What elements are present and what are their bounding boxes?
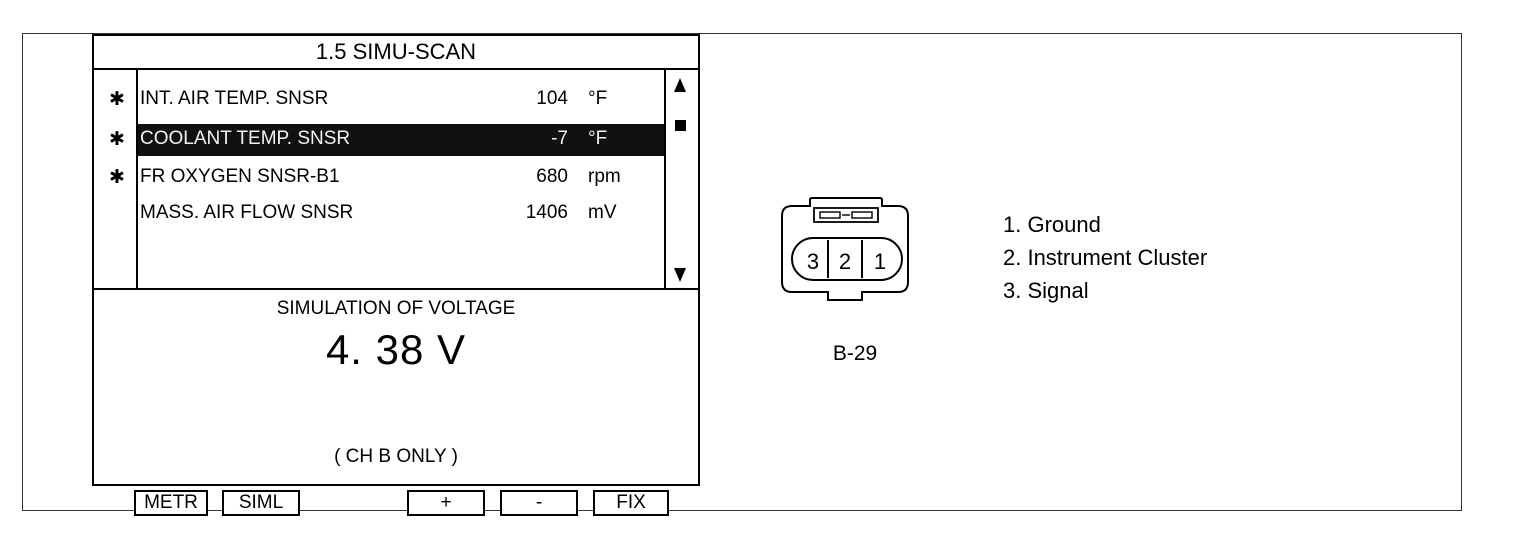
legend-item: 2. Instrument Cluster	[1003, 245, 1208, 270]
scroll-down-arrow-icon[interactable]	[674, 268, 686, 282]
parameter-row[interactable]: MASS. AIR FLOW SNSR 1406 mV	[94, 198, 664, 230]
scanner-screen: 1.5 SIMU-SCAN ✱ INT. AIR TEMP. SNSR 104 …	[92, 34, 700, 516]
highlight-bar	[138, 124, 664, 156]
scroll-up-arrow-icon[interactable]	[674, 78, 686, 92]
parameter-unit: mV	[588, 202, 617, 223]
siml-button[interactable]: SIML	[222, 490, 300, 516]
fix-button[interactable]: FIX	[593, 490, 669, 516]
plus-button[interactable]: +	[407, 490, 485, 516]
pin-number-3: 3	[807, 249, 819, 274]
simulation-note: ( CH B ONLY )	[334, 446, 458, 467]
parameter-name: MASS. AIR FLOW SNSR	[140, 202, 354, 223]
scroll-thumb[interactable]	[675, 120, 686, 131]
parameter-name: FR OXYGEN SNSR-B1	[140, 166, 340, 187]
pin-number-1: 1	[874, 249, 886, 274]
parameter-row[interactable]: ✱ FR OXYGEN SNSR-B1 680 rpm	[94, 162, 664, 194]
minus-button[interactable]: -	[500, 490, 578, 516]
simulation-title: SIMULATION OF VOLTAGE	[276, 298, 516, 319]
simulation-value: 4. 38 V	[325, 326, 467, 373]
parameter-value: 1406	[525, 202, 568, 223]
selected-mark-icon: ✱	[109, 167, 125, 188]
legend-item: 3. Signal	[1003, 278, 1089, 303]
parameter-value: -7	[551, 128, 568, 149]
parameter-unit: °F	[588, 128, 608, 149]
scanner-title: 1.5 SIMU-SCAN	[94, 36, 698, 70]
parameter-name: COOLANT TEMP. SNSR	[140, 128, 351, 149]
connector-b29-icon: 3 2 1	[781, 197, 909, 301]
parameter-value: 680	[536, 166, 568, 187]
connector-label: B-29	[832, 342, 878, 365]
selected-mark-icon: ✱	[109, 129, 125, 150]
list-divider-right	[664, 70, 666, 288]
pin-legend: 1. Ground 2. Instrument Cluster 3. Signa…	[1003, 208, 1207, 307]
parameter-name: INT. AIR TEMP. SNSR	[140, 88, 329, 109]
diagram-frame	[22, 33, 1462, 511]
parameter-row-highlighted[interactable]: ✱ COOLANT TEMP. SNSR -7 °F	[94, 124, 664, 156]
softkey-bar: METR SIML + - FIX	[94, 484, 698, 520]
parameter-row[interactable]: ✱ INT. AIR TEMP. SNSR 104 °F	[94, 84, 664, 116]
parameter-unit: °F	[588, 88, 608, 109]
selected-mark-icon: ✱	[109, 89, 125, 110]
parameter-value: 104	[536, 88, 568, 109]
parameter-unit: rpm	[588, 166, 621, 187]
list-divider-left	[136, 70, 138, 288]
metr-button[interactable]: METR	[134, 490, 208, 516]
parameter-list[interactable]: ✱ INT. AIR TEMP. SNSR 104 °F ✱ COOLANT T…	[94, 70, 698, 290]
legend-item: 1. Ground	[1003, 212, 1101, 237]
pin-number-2: 2	[839, 249, 851, 274]
